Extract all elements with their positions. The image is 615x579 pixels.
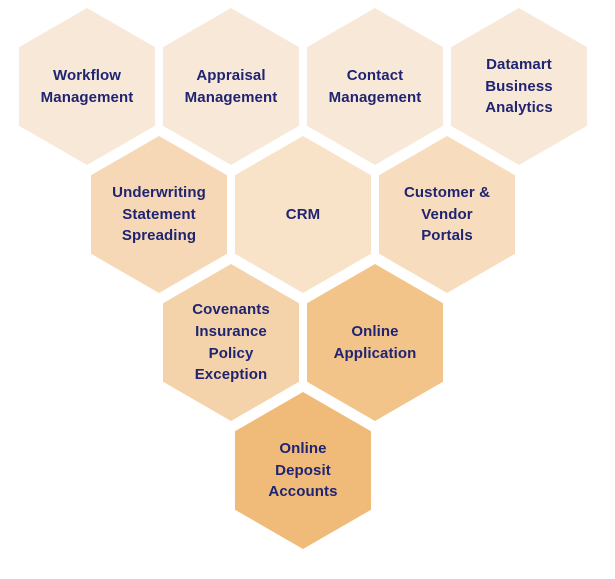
hex-underwriting-statement-spreading: Underwriting Statement Spreading	[91, 136, 227, 293]
hex-covenants-insurance-policy-exception: Covenants Insurance Policy Exception	[163, 264, 299, 421]
hex-online-deposit-accounts: Online Deposit Accounts	[235, 392, 371, 549]
hex-customer-vendor-portals: Customer & Vendor Portals	[379, 136, 515, 293]
hex-datamart-business-analytics-label: Datamart Business Analytics	[485, 55, 553, 117]
hex-contact-management: Contact Management	[307, 8, 443, 165]
hex-workflow-management-label: Workflow Management	[40, 66, 134, 106]
hex-workflow-management: Workflow Management	[19, 8, 155, 165]
hex-online-application-label: Online Application	[333, 322, 417, 362]
hex-datamart-business-analytics: Datamart Business Analytics	[451, 8, 587, 165]
hex-appraisal-management-label: Appraisal Management	[184, 66, 278, 106]
hex-covenants-insurance-policy-exception-label: Covenants Insurance Policy Exception	[192, 301, 270, 384]
hex-crm: CRM	[235, 136, 371, 293]
hex-crm-label: CRM	[285, 205, 321, 223]
hex-online-application: Online Application	[307, 264, 443, 421]
hex-online-deposit-accounts-label: Online Deposit Accounts	[268, 439, 338, 501]
hex-customer-vendor-portals-label: Customer & Vendor Portals	[403, 183, 490, 245]
hex-underwriting-statement-spreading-label: Underwriting Statement Spreading	[112, 183, 206, 245]
hex-contact-management-label: Contact Management	[328, 66, 422, 106]
hex-appraisal-management: Appraisal Management	[163, 8, 299, 165]
